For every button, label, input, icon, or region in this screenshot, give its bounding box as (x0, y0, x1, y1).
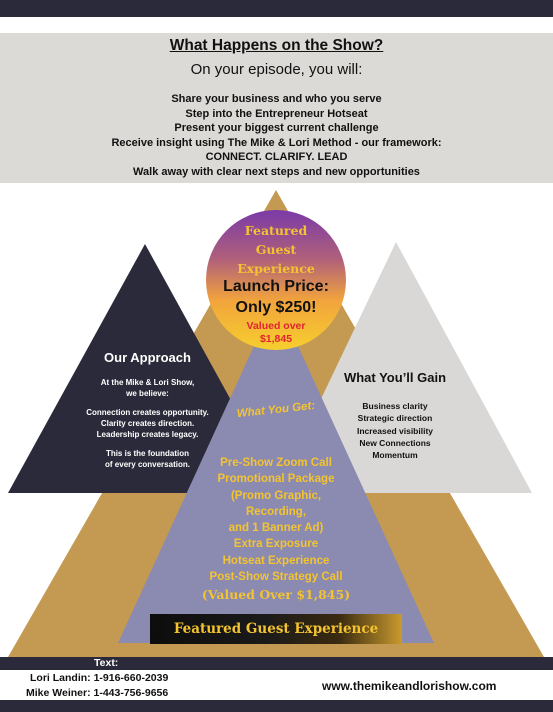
website-link[interactable]: www.themikeandlorishow.com (322, 679, 497, 693)
get-triangle (118, 298, 434, 643)
list-item: Post-Show Strategy Call (209, 571, 343, 584)
list-item: Strategic direction (357, 413, 433, 424)
contact-mike: Mike Weiner: 1-443-756-9656 (26, 687, 169, 699)
get-list: Pre-Show Zoom Call Promotional Package (… (160, 455, 392, 585)
list-item: New Connections (359, 437, 431, 448)
gain-list: Business clarity Strategic direction Inc… (320, 400, 470, 461)
approach-title: Our Approach (104, 350, 191, 365)
list-item: Promotional Package (217, 473, 335, 486)
list-item: Present your biggest current challenge (174, 122, 379, 135)
page-title: What Happens on the Show? (169, 37, 384, 54)
list-item: Business clarity (362, 401, 428, 411)
list-item: (Promo Graphic, (230, 489, 322, 502)
gain-title: What You’ll Gain (343, 370, 447, 385)
list-item: CONNECT. CLARIFY. LEAD (205, 151, 348, 164)
list-item: Recording, (245, 505, 307, 518)
featured-circle (206, 210, 346, 350)
list-item: Pre-Show Zoom Call (220, 457, 332, 469)
list-item: Increased visibility (356, 425, 434, 436)
top-bar (0, 0, 553, 17)
list-item: Extra Exposure (233, 538, 319, 551)
list-item: Walk away with clear next steps and new … (133, 165, 420, 178)
footer-bar (0, 657, 553, 670)
approach-triangle (8, 244, 282, 493)
text-label: Text: (94, 657, 119, 669)
list-item: Hotseat Experience (222, 554, 330, 567)
approach-text: At the Mike & Lori Show,we believe: Conn… (86, 378, 209, 469)
valued-note: Valued over $1,845 (246, 320, 306, 345)
list-item: Receive insight using The Mike & Lori Me… (111, 136, 442, 149)
get-valued: (Valued Over $1,845) (201, 587, 351, 602)
list-item: Share your business and who you serve (171, 93, 382, 105)
episode-steps-list: Share your business and who you serve St… (0, 92, 553, 180)
contact-lori: Lori Landin: 1-916-660-2039 (30, 672, 169, 684)
bottom-bar (0, 700, 553, 712)
launch-price: Launch Price: Only $250! (223, 278, 329, 316)
featured-heading: Featured Guest Experience (237, 223, 315, 276)
featured-banner: Featured Guest Experience (150, 614, 402, 644)
list-item: Momentum (372, 450, 418, 461)
page-subtitle: On your episode, you will: (190, 61, 363, 78)
list-item: Step into the Entrepreneur Hotseat (185, 107, 368, 120)
gain-triangle (276, 242, 532, 493)
header-panel (0, 33, 553, 183)
list-item: and 1 Banner Ad) (228, 522, 324, 535)
